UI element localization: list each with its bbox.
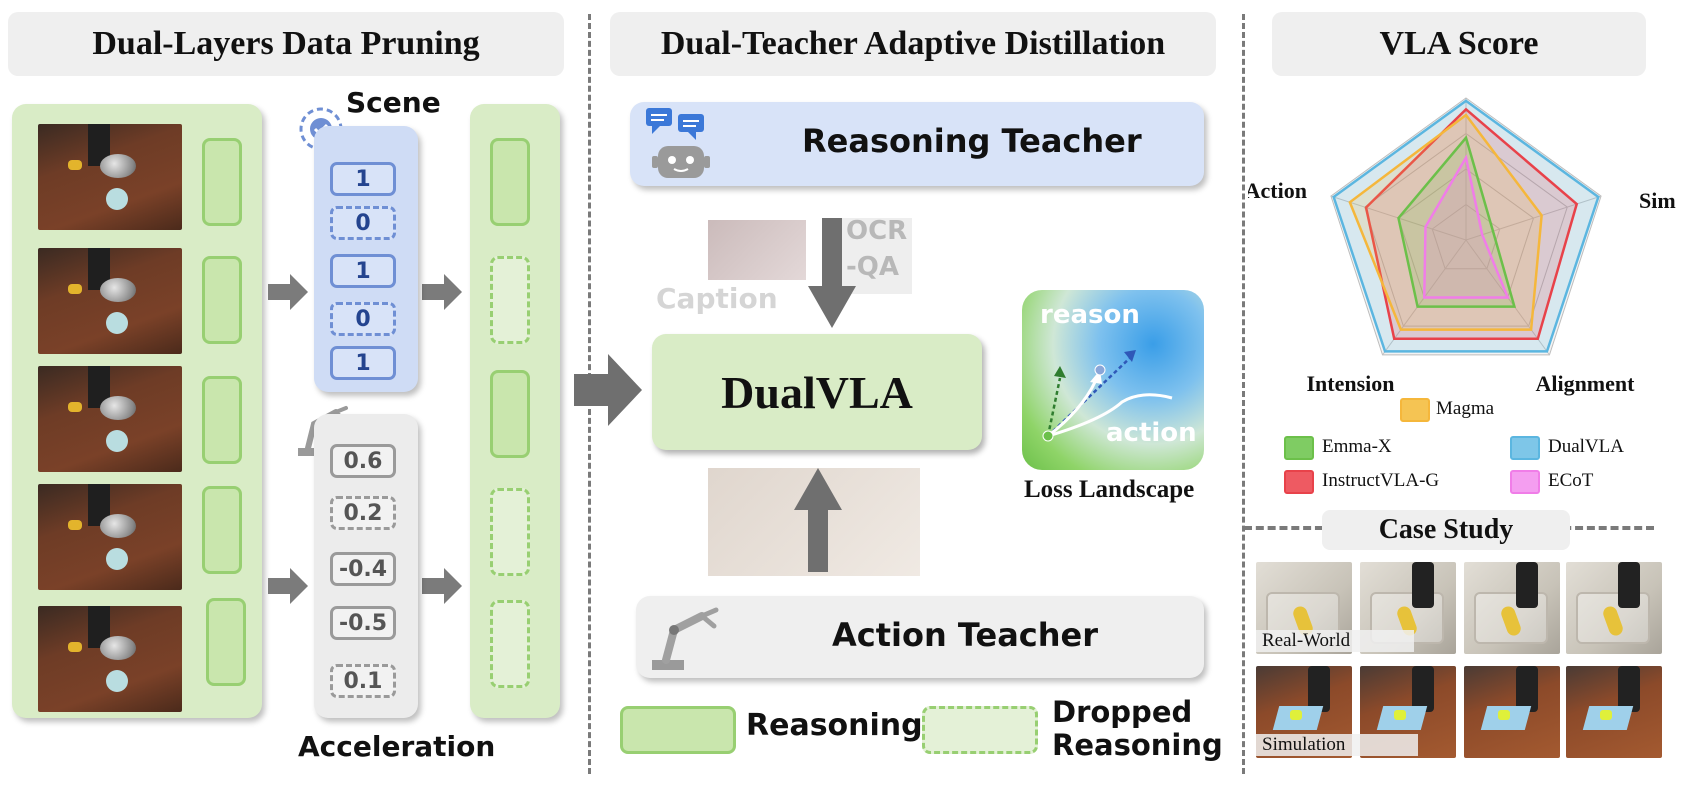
arrow-right-icon [268, 568, 308, 604]
legend-ecot-label: ECoT [1548, 470, 1594, 491]
simulation-label: Simulation [1256, 734, 1418, 756]
faded-caption-image [708, 220, 806, 280]
reasoning-teacher-box: Reasoning Teacher [630, 102, 1204, 186]
radar-axis-label-action: Action [1248, 178, 1307, 203]
acceleration-score-panel: 0.6 0.2 -0.4 -0.5 0.1 [314, 414, 418, 718]
big-arrow-right-icon [574, 354, 642, 426]
loss-reason-label: reason [1040, 300, 1140, 330]
case-study-title: Case Study [1322, 510, 1570, 550]
faded-caption-label: Caption [656, 282, 778, 315]
scene-value: 1 [330, 346, 396, 380]
reasoning-token [202, 376, 242, 464]
radar-grid-ring [1364, 132, 1568, 327]
legend-dualvla-label: DualVLA [1548, 436, 1624, 457]
input-frames-panel [12, 104, 262, 718]
simulation-frame-4 [1566, 666, 1662, 758]
acceleration-label: Acceleration [298, 730, 496, 763]
legend-dropped-line1: Dropped [1052, 695, 1193, 729]
real-world-frame-3 [1464, 562, 1560, 654]
real-world-label: Real-World [1256, 630, 1414, 652]
loss-action-label: action [1106, 418, 1197, 448]
legend-dropped-swatch [922, 706, 1038, 754]
legend-dropped-line2: Reasoning [1052, 728, 1223, 762]
section-divider-right [1242, 14, 1245, 774]
scene-value: 0 [330, 302, 396, 336]
loss-landscape-plot: reason action [1022, 290, 1204, 470]
legend-magma-swatch [1400, 398, 1430, 422]
robot-frame-2 [38, 248, 182, 354]
arrow-up-icon [794, 468, 842, 572]
reasoning-token [202, 486, 242, 574]
simulation-frame-3 [1464, 666, 1560, 758]
scene-value: 0 [330, 206, 396, 240]
dropped-reasoning-token [490, 600, 530, 688]
reasoning-token [202, 138, 242, 226]
acceleration-value: 0.2 [330, 496, 396, 530]
robot-frame-4 [38, 484, 182, 590]
scene-value: 1 [330, 162, 396, 196]
scene-score-panel: 1 0 1 0 1 [314, 126, 418, 392]
loss-landscape-label: Loss Landscape [1024, 476, 1195, 503]
faded-qa-label: -QA [846, 252, 900, 282]
chat-robot-icon [646, 108, 710, 178]
acceleration-value: 0.6 [330, 444, 396, 478]
acceleration-value: 0.1 [330, 664, 396, 698]
arrow-right-icon [422, 274, 462, 310]
loss-trajectory-icon [1042, 350, 1173, 442]
acceleration-value: -0.4 [330, 552, 396, 586]
radar-axis-label-intension: Intension [1306, 371, 1394, 396]
robot-frame-5 [38, 606, 182, 712]
scene-value: 1 [330, 254, 396, 288]
radar-series-ecot [1422, 154, 1510, 299]
action-teacher-box: Action Teacher [636, 596, 1204, 678]
arrow-down-icon [808, 218, 856, 328]
radar-axis-label-alignment: Alignment [1535, 371, 1635, 396]
legend-magma-label: Magma [1436, 398, 1495, 419]
legend-reasoning-swatch [620, 706, 736, 754]
radar-series-instructvla-g [1364, 107, 1579, 341]
acceleration-value: -0.5 [330, 606, 396, 640]
radar-axis-line [1465, 195, 1602, 241]
score-section-title: VLA Score [1272, 12, 1646, 76]
radar-series-emma-x [1397, 135, 1517, 308]
reasoning-token [490, 370, 530, 458]
legend-emma-label: Emma-X [1322, 436, 1392, 457]
legend-dropped-label: Dropped Reasoning [1052, 696, 1223, 762]
robot-arm-icon [652, 607, 719, 670]
scene-label: Scene [346, 86, 441, 119]
action-teacher-label: Action Teacher [832, 616, 1099, 654]
robot-frame-3 [38, 366, 182, 472]
reasoning-token [490, 138, 530, 226]
legend-instruct-swatch [1284, 470, 1314, 494]
robot-frame-1 [38, 124, 182, 230]
legend-dualvla-swatch [1510, 436, 1540, 460]
radar-axis-label-sim: Sim [1639, 188, 1676, 213]
reasoning-token [202, 256, 242, 344]
legend-ecot-swatch [1510, 470, 1540, 494]
pruning-section-title: Dual-Layers Data Pruning [8, 12, 564, 76]
pruned-tokens-panel [470, 104, 560, 718]
real-world-frame-4 [1566, 562, 1662, 654]
reasoning-teacher-label: Reasoning Teacher [802, 122, 1142, 160]
faded-ocr-label: OCR [846, 216, 908, 246]
arrow-right-icon [422, 568, 462, 604]
reasoning-token [206, 598, 246, 686]
legend-instruct-label: InstructVLA-G [1322, 470, 1440, 491]
dropped-reasoning-token [490, 488, 530, 576]
dropped-reasoning-token [490, 256, 530, 344]
legend-emma-swatch [1284, 436, 1314, 460]
dualvla-model-box: DualVLA [652, 334, 982, 450]
arrow-right-icon [268, 274, 308, 310]
radar-series-magma [1348, 113, 1543, 331]
dualvla-model-label: DualVLA [721, 366, 913, 418]
distill-section-title: Dual-Teacher Adaptive Distillation [610, 12, 1216, 76]
legend-reasoning-label: Reasoning [746, 708, 923, 743]
radar-grid-ring [1431, 203, 1501, 270]
faded-ocr-image [836, 218, 912, 294]
